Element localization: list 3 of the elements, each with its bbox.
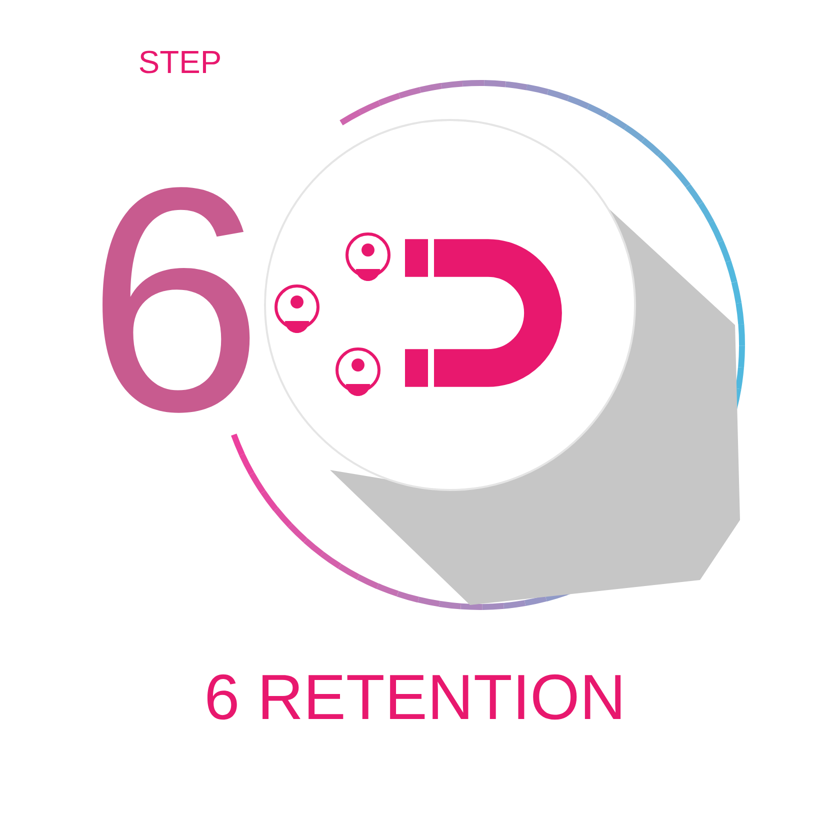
step-label: STEP xyxy=(140,50,220,74)
title: 6 RETENTION xyxy=(207,674,621,720)
digit-outline: 6 xyxy=(102,187,250,413)
